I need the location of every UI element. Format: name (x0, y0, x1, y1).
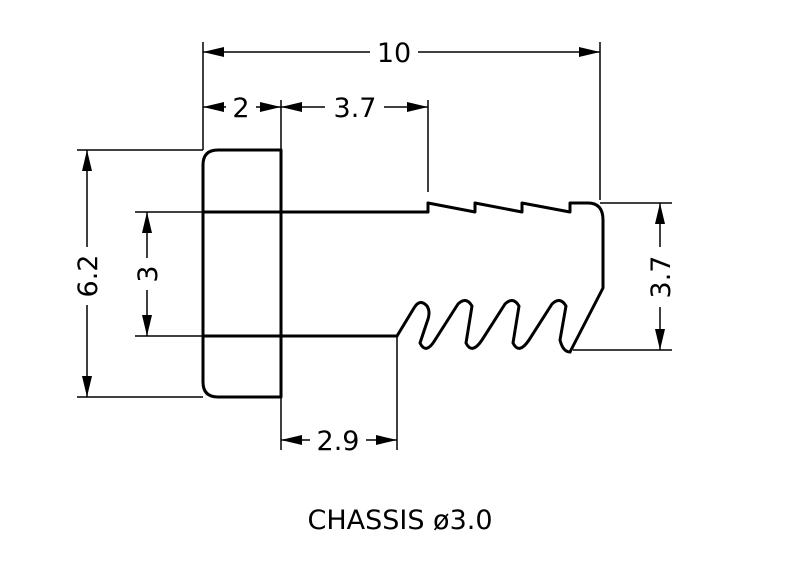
thread-loops (395, 299, 572, 354)
dim-label-head-length: 2 (232, 93, 249, 124)
dim-label-overall-length: 10 (377, 38, 411, 69)
dim-label-thread-diameter: 3.7 (646, 256, 677, 299)
dim-label-shank-diameter: 3 (133, 265, 164, 282)
dim-label-head-height: 6.2 (73, 255, 104, 298)
thread-top-edge (279, 201, 605, 354)
dim-label-thread-offset: 3.7 (334, 93, 377, 124)
screw-part-outline (201, 148, 605, 399)
drawing-caption: CHASSIS ø3.0 (307, 505, 493, 536)
dim-label-smooth-length: 2.9 (317, 426, 360, 457)
screw-head (201, 148, 283, 399)
dimension-lines (77, 42, 672, 450)
